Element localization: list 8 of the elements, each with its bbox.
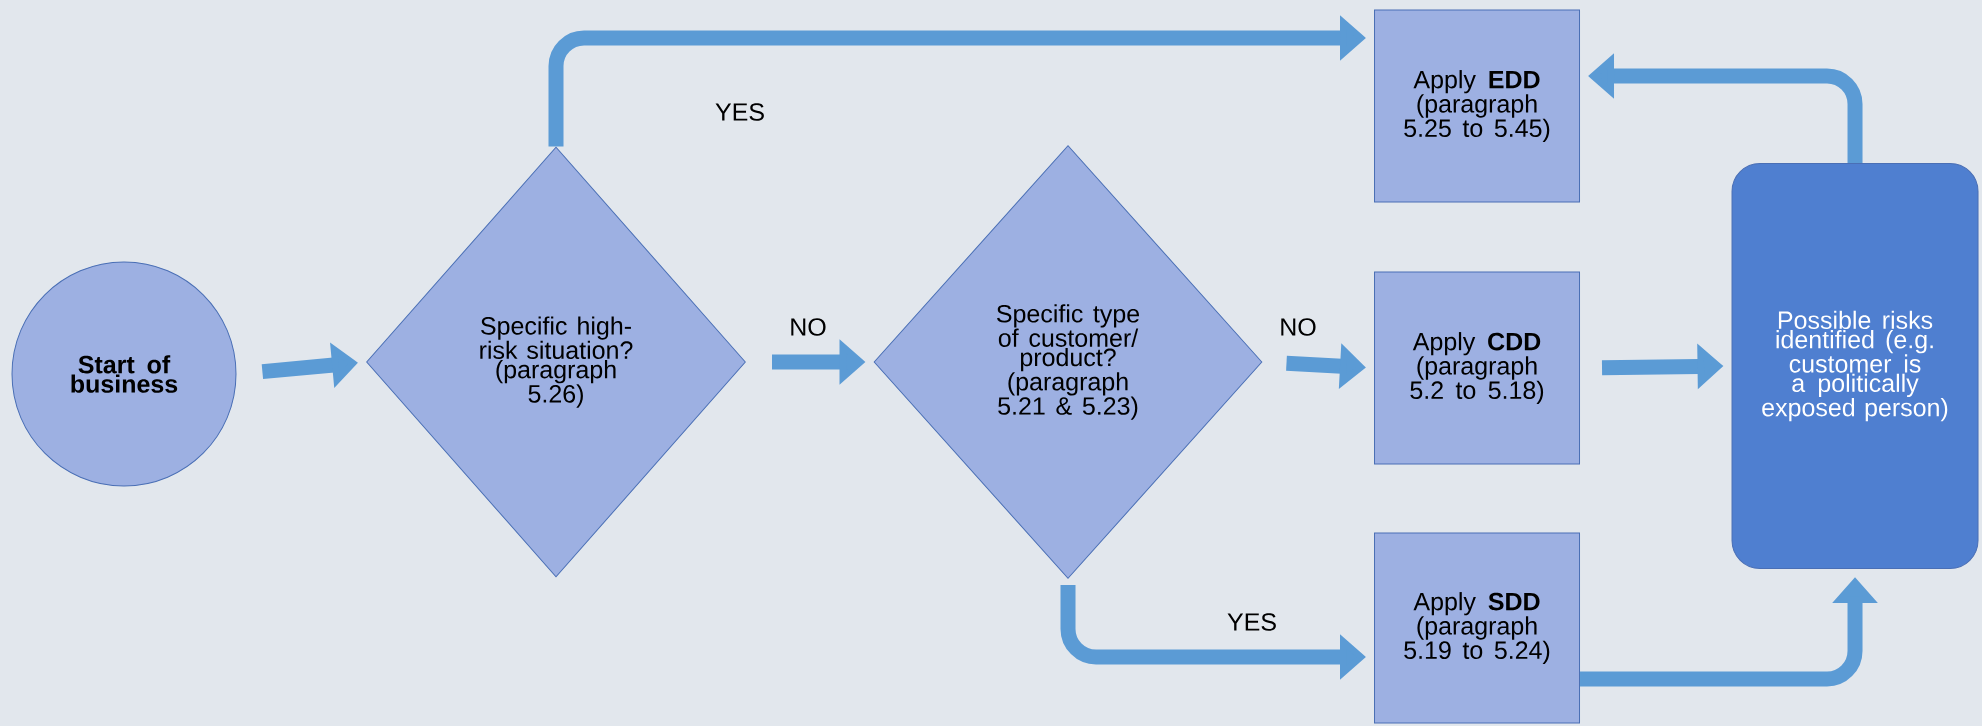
edge-label: NO bbox=[791, 318, 826, 336]
process-box: Apply EDD (paragraph 5.25 to 5.45) bbox=[1374, 9, 1580, 203]
edge-label: NO bbox=[1281, 318, 1316, 336]
process-box: Apply CDD (paragraph 5.2 to 5.18) bbox=[1374, 271, 1580, 465]
result-box: Possible risks identified (e.g. customer is a politically exposed person) bbox=[1731, 163, 1979, 569]
process-box: Apply SDD (paragraph 5.19 to 5.24) bbox=[1374, 532, 1580, 724]
edge-label: YES bbox=[715, 103, 764, 121]
edge-label: YES bbox=[1227, 613, 1276, 631]
